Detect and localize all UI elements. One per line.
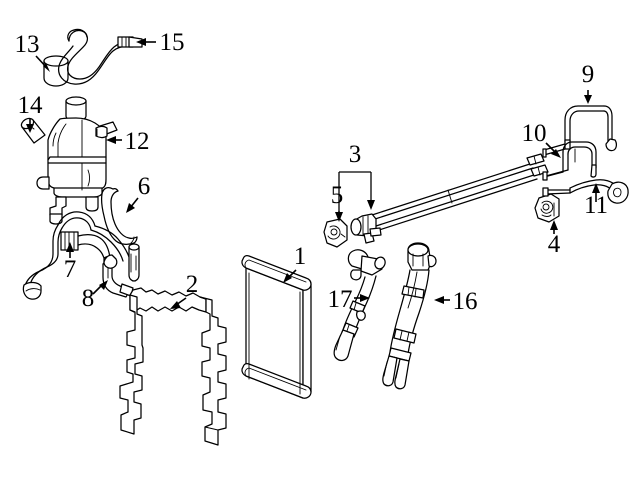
part-13-reservoir-cap bbox=[43, 55, 69, 87]
callout-label-6: 6 bbox=[138, 173, 151, 200]
callout-leader-13 bbox=[35, 55, 50, 72]
callout-label-13: 13 bbox=[15, 31, 40, 58]
callout-label-5: 5 bbox=[331, 182, 344, 209]
callout-label-8: 8 bbox=[82, 285, 95, 312]
callout-leader-5 bbox=[335, 211, 343, 222]
callout-leader-6 bbox=[126, 197, 139, 213]
callout-leader-17 bbox=[354, 294, 370, 302]
callout-leader-14 bbox=[26, 118, 34, 133]
callout-leader-10 bbox=[545, 142, 561, 158]
callout-label-16: 16 bbox=[453, 288, 478, 315]
part-14-drain-plug bbox=[20, 117, 46, 144]
callout-leader-9 bbox=[584, 90, 592, 104]
callout-label-1: 1 bbox=[294, 243, 307, 270]
part-5-line-mounting-bracket bbox=[323, 218, 348, 248]
callout-leader-16 bbox=[434, 296, 450, 304]
callout-labels: 1 2 3 4 5 6 7 8 9 10 11 12 13 14 15 16 1… bbox=[15, 29, 609, 315]
callout-label-10: 10 bbox=[522, 120, 547, 147]
part-9-upper-transmission-tube bbox=[542, 105, 617, 158]
callout-label-9: 9 bbox=[582, 61, 595, 88]
part-3-oil-cooler-line-assembly bbox=[350, 153, 549, 244]
callout-label-4: 4 bbox=[548, 231, 561, 258]
part-10-middle-transmission-tube bbox=[542, 141, 597, 181]
callout-label-14: 14 bbox=[18, 92, 44, 119]
callout-leader-8 bbox=[92, 280, 108, 295]
part-7-hose-assembly-with-tee bbox=[22, 211, 140, 300]
part-4-line-bracket-clip bbox=[534, 193, 560, 223]
part-17-upper-radiator-hose bbox=[333, 249, 386, 362]
part-11-lower-transmission-tube bbox=[542, 179, 629, 204]
callout-leader-3 bbox=[338, 171, 375, 211]
callout-leader-12 bbox=[106, 136, 122, 144]
callout-leader-1 bbox=[283, 269, 297, 283]
part-6-bent-hose bbox=[100, 187, 138, 245]
callout-label-2: 2 bbox=[186, 271, 199, 298]
part-12-coolant-reservoir-tank bbox=[36, 96, 118, 225]
callout-leader-4 bbox=[550, 220, 558, 234]
callout-label-3: 3 bbox=[349, 141, 362, 168]
callout-label-11: 11 bbox=[584, 192, 608, 219]
callout-label-17: 17 bbox=[328, 286, 353, 313]
part-1-radiator-core bbox=[241, 255, 312, 399]
part-2-radiator-shroud bbox=[119, 287, 227, 446]
callout-label-12: 12 bbox=[125, 128, 150, 155]
part-15-overflow-hose bbox=[57, 28, 143, 85]
callout-leader-7 bbox=[66, 242, 74, 258]
callout-leader-15 bbox=[136, 38, 156, 46]
part-16-lower-radiator-hose bbox=[382, 242, 437, 390]
callout-label-15: 15 bbox=[160, 29, 185, 56]
callout-label-7: 7 bbox=[64, 256, 77, 283]
callout-leader-2 bbox=[170, 297, 187, 309]
callout-leader-11 bbox=[592, 183, 600, 202]
